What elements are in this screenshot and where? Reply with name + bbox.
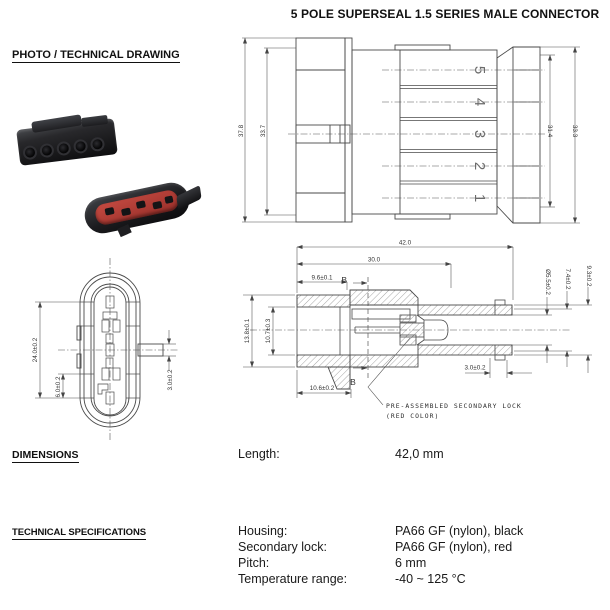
- technical-specifications-heading: TECHNICAL SPECIFICATIONS: [12, 527, 146, 540]
- connector-photo-front: [76, 170, 204, 240]
- pin-number-5: 5: [471, 66, 488, 74]
- dim-33-3: 33.3: [571, 125, 578, 138]
- section-outline: [296, 289, 513, 390]
- connector-rear-body: [16, 114, 118, 166]
- spec-label: Pitch:: [238, 556, 270, 570]
- front-view-dim-lines: [242, 37, 580, 224]
- dim-13-8: 13.8±0.1: [244, 318, 251, 343]
- spec-row-secondary-lock: Secondary lock: PA66 GF (nylon), red: [238, 540, 603, 554]
- dim-seal: 7.4±0.2: [564, 269, 571, 290]
- length-row: Length: 42,0 mm: [238, 447, 603, 461]
- section-mark-top: B: [341, 275, 347, 285]
- dim-9-6: 9.6±0.1: [312, 275, 333, 282]
- dim-outer: 9.3±0.2: [585, 266, 592, 287]
- pin-number-2: 2: [471, 162, 488, 170]
- spec-value: -40 ~ 125 °C: [395, 572, 466, 586]
- dim-31-4: 31.4: [546, 125, 553, 138]
- connector-wire-holes: [22, 136, 106, 161]
- connector-rear-ridge: [81, 114, 109, 128]
- section-dim-lines: [243, 244, 592, 406]
- length-label: Length:: [238, 447, 280, 461]
- dim-10-7: 10.7±0.3: [265, 318, 272, 343]
- face-centerlines: [58, 258, 178, 442]
- pin-numbers: 5 4 3 2 1: [471, 66, 488, 202]
- section-view-drawing: 42.0 30.0 9.6±0.1 13.8±0.1 10.7±0.3 10.6…: [243, 240, 592, 420]
- dim-6-0: 6.0±0.2: [55, 376, 62, 397]
- wire-hole: [55, 140, 72, 157]
- connector-photo-rear: [14, 110, 126, 174]
- spec-value: PA66 GF (nylon), red: [395, 540, 513, 554]
- dim-3-0-tip: 3.0±0.2: [465, 365, 486, 372]
- wire-hole: [39, 142, 55, 159]
- dim-42-0: 42.0: [399, 240, 412, 247]
- spec-value: 6 mm: [395, 556, 427, 570]
- terminal-slot: [104, 206, 115, 216]
- length-value: 42,0 mm: [395, 447, 444, 461]
- terminal-slot: [135, 200, 147, 209]
- terminal-slot: [120, 207, 132, 217]
- dim-bore: Ø5.5±0.2: [544, 269, 551, 295]
- page-title: 5 POLE SUPERSEAL 1.5 SERIES MALE CONNECT…: [290, 7, 600, 21]
- dim-30-0: 30.0: [368, 257, 381, 264]
- wire-hole: [22, 144, 38, 161]
- terminal-slot: [164, 195, 174, 204]
- photo-section-heading: PHOTO / TECHNICAL DRAWING: [12, 49, 180, 63]
- spec-row-temperature: Temperature range: -40 ~ 125 °C: [238, 572, 603, 586]
- wire-hole: [72, 138, 89, 155]
- pin-number-4: 4: [471, 98, 488, 106]
- face-view-drawing: 24.0±0.2 6.0±0.2 3.0±0.2: [32, 258, 178, 442]
- spec-value: PA66 GF (nylon), black: [395, 524, 524, 538]
- secondary-lock-callout-line2: (RED COLOR): [386, 412, 439, 420]
- connector-index-tab: [117, 224, 132, 238]
- connector-front-body: [81, 179, 202, 238]
- dim-33-7: 33.7: [260, 124, 267, 137]
- pin-number-3: 3: [471, 130, 488, 138]
- front-view-centerlines: [288, 69, 545, 199]
- spec-label: Secondary lock:: [238, 540, 327, 554]
- wire-hole: [89, 136, 106, 153]
- spec-label: Housing:: [238, 524, 288, 538]
- front-view-outline: [295, 37, 541, 224]
- dimensions-heading: DIMENSIONS: [12, 449, 79, 463]
- dim-24-0: 24.0±0.2: [32, 337, 39, 362]
- dim-3-0-tab: 3.0±0.2: [167, 369, 174, 390]
- dim-10-6: 10.6±0.2: [310, 385, 335, 392]
- spec-label: Temperature range:: [238, 572, 348, 586]
- dim-37-8: 37.8: [238, 124, 245, 137]
- connector-mount-wing: [176, 185, 202, 210]
- pin-number-1: 1: [471, 194, 488, 202]
- section-mark-bottom: B: [350, 377, 356, 387]
- face-dim-lines: [35, 301, 176, 399]
- front-view-drawing: 37.8 33.7 31.4 33.3 5 4 3 2 1: [238, 37, 580, 224]
- terminal-slot: [152, 200, 163, 210]
- secondary-lock-red: [93, 188, 181, 227]
- secondary-lock-callout-line1: PRE-ASSEMBLED SECONDARY LOCK: [386, 402, 522, 410]
- spec-row-pitch: Pitch: 6 mm: [238, 556, 603, 570]
- connector-rear-latch: [31, 114, 83, 133]
- spec-row-housing: Housing: PA66 GF (nylon), black: [238, 524, 603, 538]
